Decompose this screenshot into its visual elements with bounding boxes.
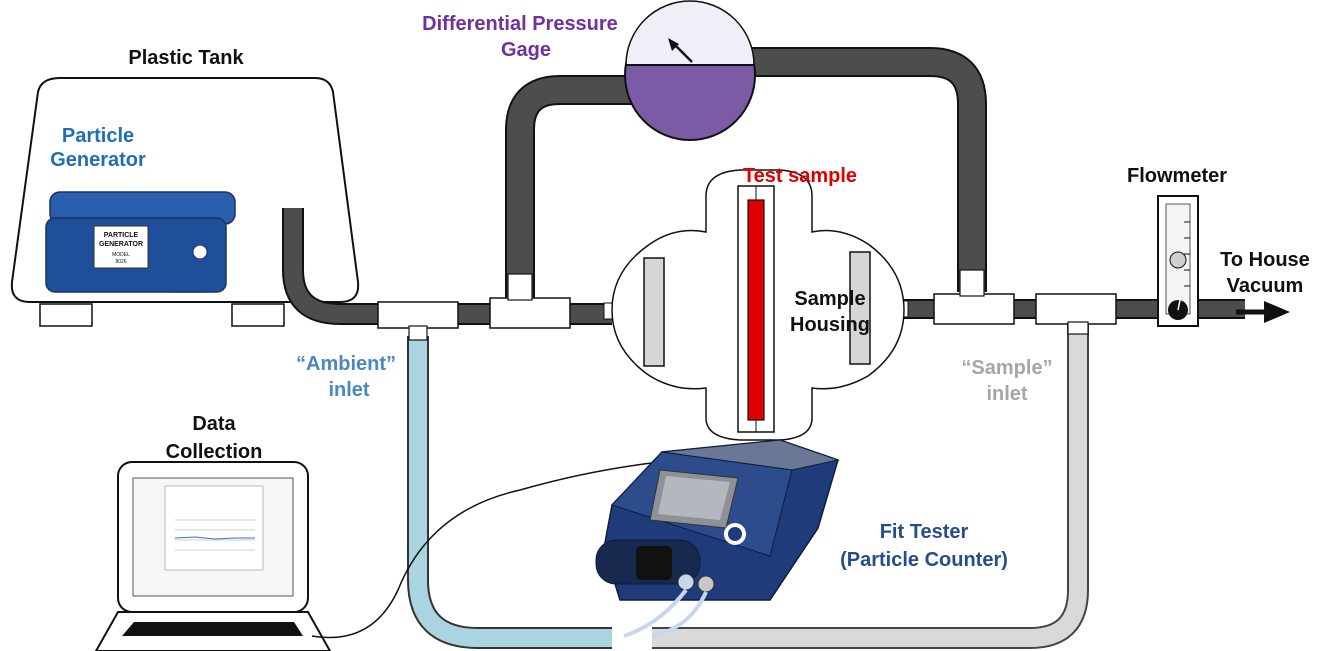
label-sample-housing-line2: Housing: [790, 314, 870, 336]
generator-label-line3: MODEL: [112, 252, 130, 258]
label-flowmeter: Flowmeter: [1127, 165, 1227, 187]
label-sample-inlet-line1: “Sample”: [961, 357, 1052, 379]
generator-label-line1: PARTICLE: [104, 232, 139, 239]
label-house-vacuum-line2: Vacuum: [1227, 275, 1304, 297]
sample-tee: [1035, 293, 1117, 325]
label-particle-generator-line1: Particle: [62, 125, 134, 147]
label-fit-tester-line1: Fit Tester: [880, 521, 969, 543]
label-plastic-tank: Plastic Tank: [128, 47, 244, 69]
tank-foot-right: [231, 303, 285, 327]
label-ambient-inlet-line1: “Ambient”: [296, 353, 396, 375]
label-sample-inlet-line2: inlet: [986, 383, 1027, 405]
label-ambient-inlet-line2: inlet: [328, 379, 369, 401]
fit-tester-image: [595, 439, 840, 638]
label-fit-tester-line2: (Particle Counter): [840, 549, 1008, 571]
generator-label-line2: GENERATOR: [99, 241, 143, 248]
tank-foot-left: [39, 303, 93, 327]
label-data-collection-line2: Collection: [166, 441, 263, 463]
ambient-tee: [377, 301, 459, 329]
label-gauge-line2: Gage: [501, 39, 551, 61]
downstream-tee: [933, 293, 1015, 325]
arrow-right-icon: [1236, 301, 1290, 323]
laptop-image: [94, 461, 332, 651]
label-particle-generator-line2: Generator: [50, 149, 146, 171]
label-house-vacuum-line1: To House: [1220, 249, 1310, 271]
upstream-tee: [489, 297, 571, 329]
sample-housing: [603, 169, 909, 441]
particle-generator-image: PARTICLE GENERATOR MODEL 8026: [45, 191, 236, 293]
label-sample-housing-line1: Sample: [794, 288, 865, 310]
generator-label-line4: 8026: [115, 259, 126, 265]
label-data-collection-line1: Data: [192, 413, 236, 435]
label-gauge-line1: Differential Pressure: [422, 13, 618, 35]
differential-pressure-gauge: [624, 0, 756, 141]
test-sample: [747, 199, 765, 421]
data-cable: [311, 461, 661, 639]
label-test-sample: Test sample: [743, 165, 857, 187]
flowmeter: [1157, 195, 1199, 327]
